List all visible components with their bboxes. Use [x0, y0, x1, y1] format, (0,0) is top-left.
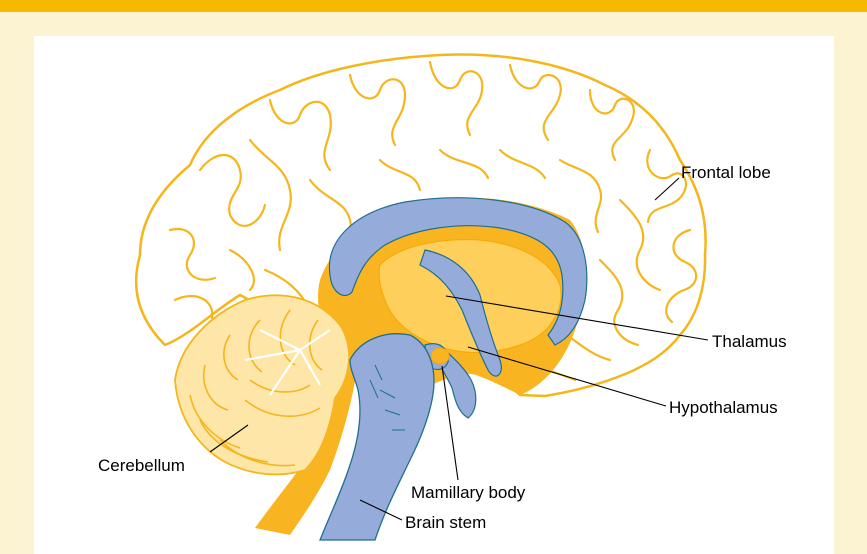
label-frontal-lobe: Frontal lobe — [681, 163, 771, 183]
label-brain-stem: Brain stem — [405, 513, 486, 533]
label-mamillary-body: Mamillary body — [411, 483, 525, 503]
label-cerebellum: Cerebellum — [98, 456, 185, 476]
label-thalamus: Thalamus — [712, 332, 787, 352]
mamillary-body — [431, 348, 449, 364]
label-hypothalamus: Hypothalamus — [669, 398, 778, 418]
